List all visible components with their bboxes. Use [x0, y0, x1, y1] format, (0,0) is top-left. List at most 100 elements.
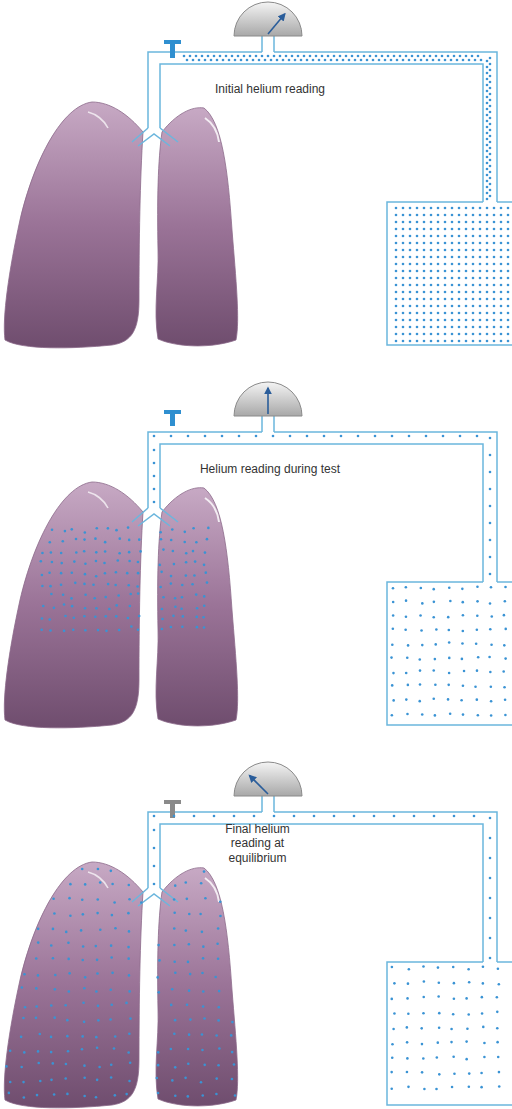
helium-dot — [83, 615, 86, 618]
helium-dot — [409, 333, 412, 336]
helium-dots — [183, 55, 510, 343]
helium-dot — [489, 135, 492, 138]
helium-dot — [181, 584, 184, 587]
helium-dot — [409, 249, 412, 252]
helium-dot — [479, 333, 482, 336]
lung-highlight — [205, 118, 219, 142]
helium-dot — [422, 996, 425, 999]
helium-dot — [472, 235, 475, 238]
helium-dot — [118, 552, 121, 555]
helium-dot — [409, 284, 412, 287]
helium-dot — [285, 55, 288, 58]
helium-dot — [174, 971, 177, 974]
helium-dot — [203, 1017, 206, 1020]
helium-dot — [395, 326, 398, 329]
helium-dot — [500, 312, 503, 315]
helium-dot — [489, 159, 492, 162]
helium-dot — [192, 59, 195, 62]
helium-dot — [486, 263, 489, 266]
helium-dot — [173, 898, 176, 901]
helium-dot — [51, 1062, 54, 1065]
helium-dot — [203, 564, 206, 567]
helium-dot — [65, 931, 68, 934]
helium-dot — [430, 333, 433, 336]
helium-dot — [172, 550, 175, 553]
helium-dot — [109, 989, 112, 992]
helium-dot — [458, 312, 461, 315]
helium-dot — [458, 340, 461, 343]
helium-dot — [405, 55, 408, 58]
helium-dot — [115, 529, 118, 532]
helium-dot — [483, 1056, 486, 1059]
helium-dot — [406, 1057, 409, 1060]
helium-dot — [430, 221, 433, 224]
helium-dot — [482, 982, 485, 985]
helium-dot — [104, 541, 107, 544]
helium-dot — [95, 575, 98, 578]
helium-dot — [73, 616, 76, 619]
helium-dot — [486, 235, 489, 238]
helium-dot — [444, 221, 447, 224]
helium-dot — [490, 586, 493, 589]
helium-dot — [127, 584, 130, 587]
helium-dot — [423, 263, 426, 266]
helium-dot — [413, 815, 416, 818]
helium-dot — [115, 604, 118, 607]
helium-dot — [306, 435, 309, 438]
helium-dot — [203, 1064, 206, 1067]
helium-dot — [465, 228, 468, 231]
helium-dot — [127, 617, 130, 620]
helium-dot — [188, 989, 191, 992]
helium-dot — [472, 263, 475, 266]
helium-dot — [490, 714, 493, 717]
helium-dot — [395, 333, 398, 336]
helium-dot — [468, 1072, 471, 1075]
helium-dot — [187, 961, 190, 964]
helium-dot — [472, 242, 475, 245]
helium-dot — [95, 551, 98, 554]
helium-dot — [486, 186, 489, 189]
helium-dot — [217, 1019, 220, 1022]
helium-dot — [126, 572, 129, 575]
helium-dot — [486, 326, 489, 329]
helium-dot — [65, 1063, 68, 1066]
helium-dot — [451, 333, 454, 336]
helium-dot — [129, 1017, 132, 1020]
helium-dot — [409, 319, 412, 322]
helium-dot — [407, 982, 410, 985]
helium-dot — [486, 150, 489, 153]
helium-dot — [215, 1077, 218, 1080]
helium-dot — [500, 214, 503, 217]
helium-dot — [451, 305, 454, 308]
helium-dot — [507, 221, 510, 224]
helium-dot — [420, 59, 423, 62]
helium-dot — [330, 59, 333, 62]
helium-dot — [204, 897, 207, 900]
helium-dot — [339, 55, 342, 58]
helium-dot — [174, 1066, 177, 1069]
helium-dot — [489, 817, 492, 820]
helium-dot — [422, 1057, 425, 1060]
helium-dot — [201, 55, 204, 58]
helium-dot — [490, 700, 493, 703]
helium-dot — [202, 616, 205, 619]
helium-dot — [444, 333, 447, 336]
helium-dot — [95, 1036, 98, 1039]
helium-dot — [486, 132, 489, 135]
helium-dot — [479, 270, 482, 273]
helium-dot — [420, 587, 423, 590]
helium-dot — [500, 333, 503, 336]
helium-dot — [409, 326, 412, 329]
helium-dot — [171, 1079, 174, 1082]
helium-dot — [215, 1034, 218, 1037]
helium-dot — [255, 55, 258, 58]
helium-dot — [479, 214, 482, 217]
helium-dot — [83, 1064, 86, 1067]
tubing-and-spirometer — [138, 514, 170, 526]
helium-dot — [23, 1051, 26, 1054]
helium-dot — [186, 59, 189, 62]
helium-dot — [458, 256, 461, 259]
helium-dot — [402, 235, 405, 238]
helium-dot — [195, 541, 198, 544]
helium-dot — [437, 326, 440, 329]
